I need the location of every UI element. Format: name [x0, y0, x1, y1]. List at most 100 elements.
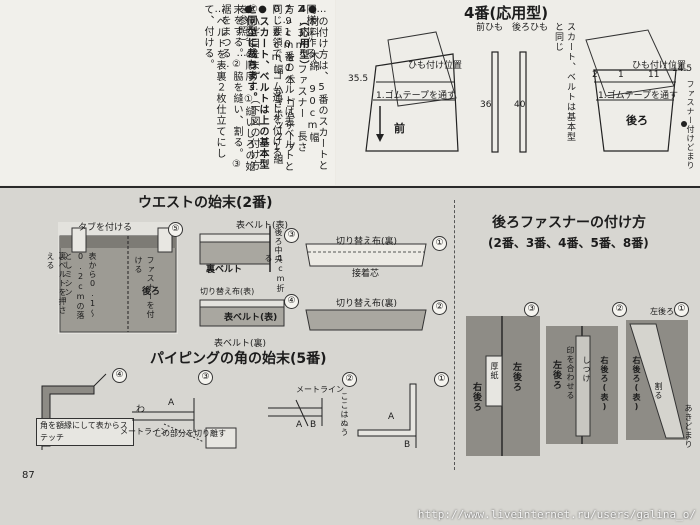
split-label: 割る: [654, 382, 663, 400]
match-marks-label: 印を合わせる: [566, 346, 575, 400]
top-divider: [0, 186, 700, 188]
zipper-step-2-panel: 左後ろ 印を合わせる しつけ 右後ろ(表): [546, 326, 618, 444]
piping-a-label-1: A: [388, 412, 395, 422]
right-back-back-label: 右後ろ(表): [600, 356, 609, 412]
front-label: 前: [394, 122, 405, 135]
materials-line-1: ●材料 木綿 90cm幅 2.3m ファスナー 長さ29cmを1本 ゴムテープ …: [271, 4, 318, 165]
back-tape-label: 1.ゴムテープを通す: [598, 91, 679, 101]
instruction-col-1: …の付け方は、5番のスカートと同様に作る。: [304, 4, 327, 171]
switch-fabric-back-label-2: 切り替え布(裏): [336, 299, 398, 309]
inner-belt-label: 裏ベルト: [206, 265, 243, 275]
back-center-label: 後ろ中央: [274, 228, 283, 264]
dim-11: 11: [648, 70, 660, 80]
end-stop-label: あきどまり: [684, 404, 693, 449]
waist-step-1-number: ①: [432, 236, 447, 251]
piping-step-2-diagram: [268, 398, 323, 427]
piping-b-label-2: B: [310, 420, 317, 430]
dim-1: 1: [618, 70, 624, 80]
front-tie-label: ひも付け位置: [408, 61, 463, 71]
materials-heading: 4（応用型）: [297, 4, 308, 71]
waist-step-2-number: ②: [432, 300, 447, 315]
piping-wa-label-3: わ: [136, 405, 146, 415]
interfacing-label: 接着芯: [352, 269, 380, 279]
waist-step-5-number: ⑤: [168, 222, 183, 237]
zipper-attach-note: ファスナーを付ける: [134, 256, 155, 319]
fold-label: 1cm折る: [264, 254, 285, 293]
waist-step-4-diagram: [199, 299, 285, 327]
instruction-text-panel: …の付け方は、5番のスカートと同様に作る。 方…10番のベルトは表ベルトと同じ要…: [0, 0, 335, 185]
back-skirt-diagram: [585, 29, 688, 152]
waist-step-2-diagram: [305, 309, 427, 331]
front-tie-title: 前ひも: [476, 23, 504, 33]
waist-step-3-number: ③: [284, 228, 299, 243]
page-number: 87: [22, 470, 35, 481]
zipper-section-title-1: 後ろファスナーの付け方: [492, 215, 646, 231]
front-dim-35-5: 35.5: [348, 74, 369, 84]
thick-paper-label: 厚紙: [490, 362, 499, 380]
zipper-step-3-number: ③: [524, 302, 539, 317]
zipper-step-3-panel: 右後ろ 厚紙 左後ろ: [466, 316, 540, 456]
zipper-step-1-number: ①: [674, 302, 689, 317]
piping-cut-note: この部分を切り離す: [154, 429, 226, 438]
instruction-col-3: ①ハギ目をまず…（下図の付け方を参照）…: [236, 4, 259, 171]
waist-section-title: ウエストの始末(2番): [138, 195, 273, 211]
front-skirt-diagram: [365, 31, 459, 152]
zipper-step-2-number: ②: [612, 302, 627, 317]
piping-metre-line-3: メートライン: [120, 427, 168, 436]
waist-step-5-panel: タブを付ける 表から0.1〜0.2cmの落としミシン 裏ベルトを押さえる ファス…: [46, 222, 178, 334]
piping-step-1-number: ①: [434, 372, 449, 387]
tab-note: タブを付ける: [78, 223, 133, 233]
zipper-section-title-2: (2番、3番、4番、5番、8番): [488, 236, 649, 250]
section-divider: [454, 200, 455, 470]
tie-strips-diagram: [491, 51, 527, 153]
zipper-left-back-label-2: 左後ろ: [551, 360, 561, 390]
piping-b-label-1: B: [404, 440, 411, 450]
outer-belt-back-label: 表ベルト(裏): [214, 339, 267, 349]
dim-36: 36: [480, 100, 492, 110]
zipper-stop-note: ファスナー付けどまり: [686, 80, 695, 170]
dim-2: 2: [592, 70, 598, 80]
waist-step-4-panel: [199, 292, 290, 338]
piping-step-1-diagram: [357, 383, 417, 448]
right-back-label: 右後ろ: [471, 382, 481, 412]
back-label: 後ろ: [626, 114, 648, 127]
piping-a-label-2: A: [296, 420, 303, 430]
piping-seam-note: ここはぬう: [340, 392, 349, 437]
front-tape-label: 1.ゴムテープを通す: [376, 91, 457, 101]
switch-fabric-back-label-1: 切り替え布(裏): [336, 237, 398, 247]
piping-metre-line-2: メートライン: [296, 385, 344, 394]
waist-back-label: 後ろ: [142, 287, 161, 297]
side-note: スカート、ベルトは基本型と同じ: [553, 22, 575, 142]
waist-step-3-panel: [199, 226, 290, 274]
piping-step-3-diagram: [132, 398, 237, 449]
back-tie-label: ひも付け位置: [632, 61, 687, 71]
section-4-panel: 4番(応用型) 35.5 1.ゴムテープを通す ひも付け位置 前 前ひも 後ろ ひ…: [336, 0, 700, 185]
zipper-step-1-panel: 右後ろ(表) 割る: [626, 320, 688, 440]
switch-fabric-front-label: 切り替え布(表): [200, 287, 255, 296]
waist-step-4-number: ④: [284, 294, 299, 309]
zipper-step-2-diagram: [575, 326, 591, 444]
piping-step-2-number: ②: [342, 372, 357, 387]
left-back-back-label: 左後ろ(裏): [650, 307, 689, 316]
stitch-label: しつけ: [582, 356, 591, 383]
waist-step-5-diagram: [59, 227, 177, 333]
piping-step-4-number: ④: [112, 368, 127, 383]
zipper-right-back-label-1: 右後ろ(表): [632, 356, 641, 412]
waist-step-3-diagram: [199, 226, 271, 272]
waist-step-1-diagram: [305, 243, 427, 267]
materials-line-2: ●スカート、ベルトは上の基本型と同型に裁ちます。: [245, 4, 268, 170]
dim-40: 40: [514, 100, 526, 110]
piping-step-4-note: 角を額縁にして表からステッチ: [40, 421, 128, 442]
piping-a-label-3: A: [168, 398, 175, 408]
dim-14-5: 14.5: [672, 64, 693, 74]
drop-stitch-note: 表から0.1〜0.2cmの落としミシン: [64, 252, 97, 320]
piping-section-title: パイピングの角の始末(5番): [150, 351, 327, 367]
instruction-col-4: …ベルトを表裏２枚仕立てにして、付ける。: [202, 4, 225, 159]
instruction-col-2: 方…10番のベルトは表ベルトと同じ要領で、ゴム通しを付ける。: [270, 4, 293, 172]
piping-step-3-number: ③: [198, 370, 213, 385]
section-4-title: 4番(応用型): [464, 4, 549, 22]
piping-step-4-note-box: 角を額縁にして表からステッチ: [36, 418, 134, 446]
materials-line-3: ●仕立ての順序 ①縫いしろの始末をする。②脇を縫い、割る。③裾をまつる…: [219, 4, 254, 172]
step4-belt-label: 表ベルト(表): [224, 313, 278, 323]
watermark-url[interactable]: http://www.liveinternet.ru/users/galina_…: [417, 508, 696, 521]
